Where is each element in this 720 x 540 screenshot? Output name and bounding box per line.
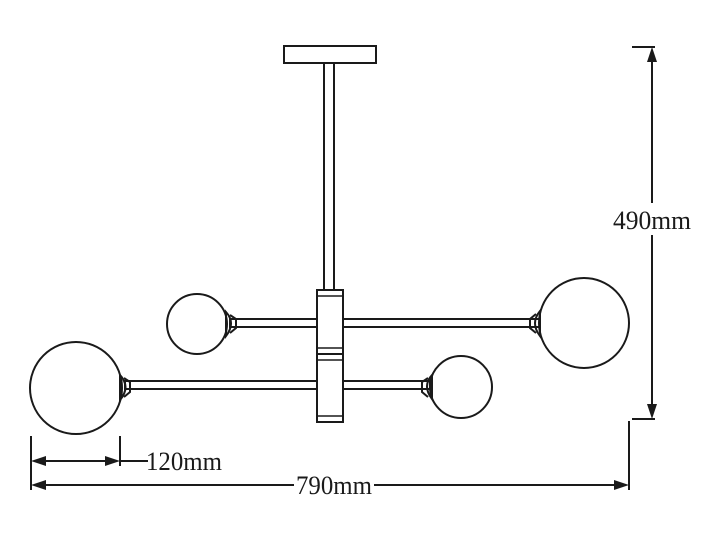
- lower-arm: [124, 380, 431, 390]
- height-label: 490mm: [613, 206, 691, 235]
- globe-label: 120mm: [146, 447, 222, 476]
- globe-large-upper-right: [529, 277, 630, 369]
- globe-small-upper-left: [166, 293, 237, 355]
- width-label: 790mm: [296, 471, 372, 500]
- upper-arm: [229, 318, 541, 328]
- downrod: [323, 62, 335, 291]
- globe-large-lower-left: [29, 341, 131, 435]
- ceiling-canopy: [283, 45, 377, 64]
- height-dimension: 490mm: [612, 46, 692, 420]
- central-hub: [316, 289, 344, 423]
- globe-small-lower-right: [421, 355, 493, 419]
- globe-dimension: 120mm: [31, 436, 222, 476]
- width-dimension: 790mm: [30, 421, 630, 501]
